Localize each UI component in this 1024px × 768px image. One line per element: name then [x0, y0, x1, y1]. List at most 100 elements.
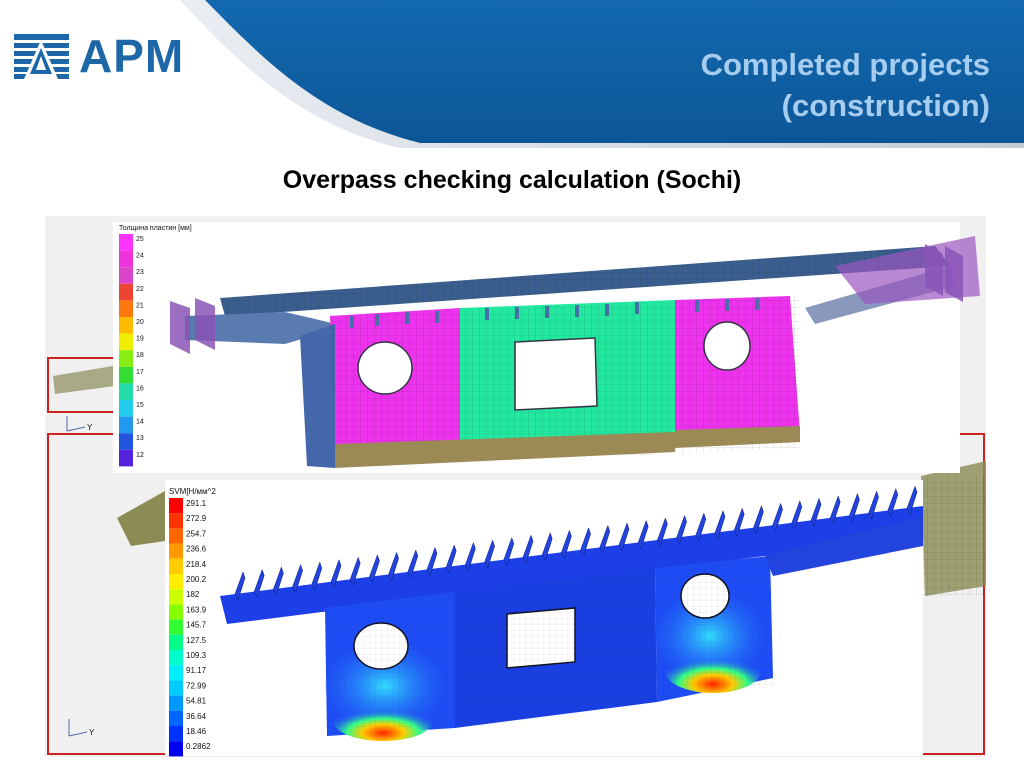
- header-background: [180, 0, 1024, 148]
- background-model-fragment: [53, 366, 115, 394]
- deck-rib: [829, 495, 841, 525]
- bottom-legend-swatch: [169, 741, 183, 757]
- deck-rib: [330, 558, 342, 589]
- top-legend-swatch: [119, 400, 133, 417]
- apm-logo: APM: [14, 30, 184, 82]
- top-legend-label: 22: [136, 286, 144, 293]
- deck-rib: [791, 500, 803, 530]
- background-mesh: [921, 476, 986, 596]
- bottom-legend-swatch: [169, 498, 183, 514]
- bottom-legend-label: 163.9: [186, 605, 207, 614]
- deck-rib: [407, 549, 419, 579]
- bottom-legend-label: 54.81: [186, 697, 207, 706]
- fea-figure: Y Y Толщина пластин [мм] 252423222120191…: [45, 216, 986, 757]
- deck-rib: [445, 544, 457, 574]
- top-legend-swatch: [119, 383, 133, 400]
- bottom-deck: [220, 506, 923, 624]
- deck-rib: [234, 571, 246, 601]
- bottom-legend-label: 272.9: [186, 514, 207, 523]
- top-legend-swatch: [119, 333, 133, 351]
- deck-rib: [695, 512, 707, 542]
- deck-rib: [426, 546, 438, 577]
- bottom-legend-swatch: [169, 574, 183, 590]
- bottom-legend-label: 291.1: [186, 499, 207, 508]
- top-legend-swatch: [119, 366, 133, 384]
- deck-rib: [906, 485, 918, 515]
- deck-rib: [676, 514, 687, 545]
- apm-logo-icon: [14, 34, 69, 79]
- deck-rib: [503, 536, 515, 567]
- deck-rib: [887, 487, 899, 518]
- deck-rib: [311, 561, 323, 591]
- deck-rib: [465, 541, 476, 572]
- deck-rib: [541, 532, 553, 562]
- deck-rib: [714, 509, 726, 540]
- bottom-legend-label: 236.6: [186, 545, 207, 554]
- deck-rib: [580, 527, 591, 557]
- bottom-legend-label: 200.2: [186, 575, 207, 584]
- bottom-legend-swatch: [169, 726, 183, 742]
- top-legend-swatch: [119, 449, 133, 467]
- top-legend-swatch: [119, 234, 133, 251]
- top-legend-swatch: [119, 267, 133, 284]
- deck-rib: [657, 517, 668, 547]
- deck-rib: [484, 539, 495, 569]
- top-model-panel: Толщина пластин [мм] 2524232221201918171…: [113, 222, 980, 473]
- bottom-legend-swatch: [169, 589, 183, 605]
- brand-name: APM: [79, 30, 185, 82]
- deck-rib: [273, 566, 284, 596]
- top-legend-label: 25: [136, 236, 144, 243]
- deck-rib: [369, 554, 380, 584]
- deck-rib: [849, 492, 860, 523]
- top-legend-swatch: [119, 416, 133, 434]
- top-legend-swatch: [119, 433, 133, 450]
- bottom-legend-swatch: [169, 558, 183, 574]
- bottom-legend-label: 72.99: [186, 681, 207, 690]
- top-left-opening: [357, 341, 413, 395]
- deck-rib: [618, 522, 630, 552]
- top-middle-opening: [514, 337, 598, 411]
- bottom-legend-label: 254.7: [186, 529, 207, 538]
- bottom-legend-swatch: [169, 665, 183, 681]
- top-right-opening: [703, 321, 751, 371]
- top-legend-swatch: [119, 250, 133, 268]
- top-legend-label: 13: [136, 435, 144, 442]
- top-legend-title: Толщина пластин [мм]: [119, 225, 192, 232]
- bottom-legend-swatch: [169, 604, 183, 620]
- slide-title-line-2: (construction): [781, 88, 990, 123]
- axis-triad-bottom: [68, 719, 88, 737]
- bottom-legend-label: 145.7: [186, 621, 207, 630]
- deck-rib: [637, 519, 649, 550]
- top-legend-swatch: [119, 283, 133, 301]
- slide-title: Completed projects (construction): [701, 44, 990, 126]
- slide-header: APM Completed projects (construction): [0, 0, 1024, 150]
- deck-rib: [253, 568, 265, 599]
- bottom-legend: 291.1272.9254.7236.6218.4200.2182163.914…: [169, 498, 211, 757]
- deck-rib: [753, 505, 764, 535]
- deck-rib: [561, 529, 572, 560]
- bottom-deck-ribs: [234, 485, 918, 601]
- bottom-legend-swatch: [169, 695, 183, 711]
- deck-rib: [810, 497, 822, 528]
- bottom-legend-label: 218.4: [186, 560, 207, 569]
- bottom-legend-swatch: [169, 528, 183, 544]
- top-legend-swatch: [119, 350, 133, 367]
- top-legend-label: 15: [136, 402, 144, 409]
- axis-triad-top-label: Y: [87, 423, 93, 432]
- deck-rib: [733, 507, 745, 537]
- bottom-legend-label: 36.64: [186, 712, 207, 721]
- bottom-legend-label: 91.17: [186, 666, 207, 675]
- top-legend-label: 12: [136, 452, 144, 459]
- deck-rib: [772, 502, 783, 533]
- top-legend-label: 24: [136, 253, 144, 260]
- deck-rib: [522, 534, 534, 564]
- top-legend-label: 16: [136, 385, 144, 392]
- bottom-legend-swatch: [169, 650, 183, 666]
- top-legend-label: 19: [136, 336, 144, 343]
- top-legend-swatch: [119, 300, 133, 317]
- bottom-legend-label: 18.46: [186, 727, 207, 736]
- deck-rib: [599, 524, 611, 555]
- bottom-model-panel: SVM[H/мм^2 291.1272.9254.7236.6218.4200.…: [165, 480, 923, 757]
